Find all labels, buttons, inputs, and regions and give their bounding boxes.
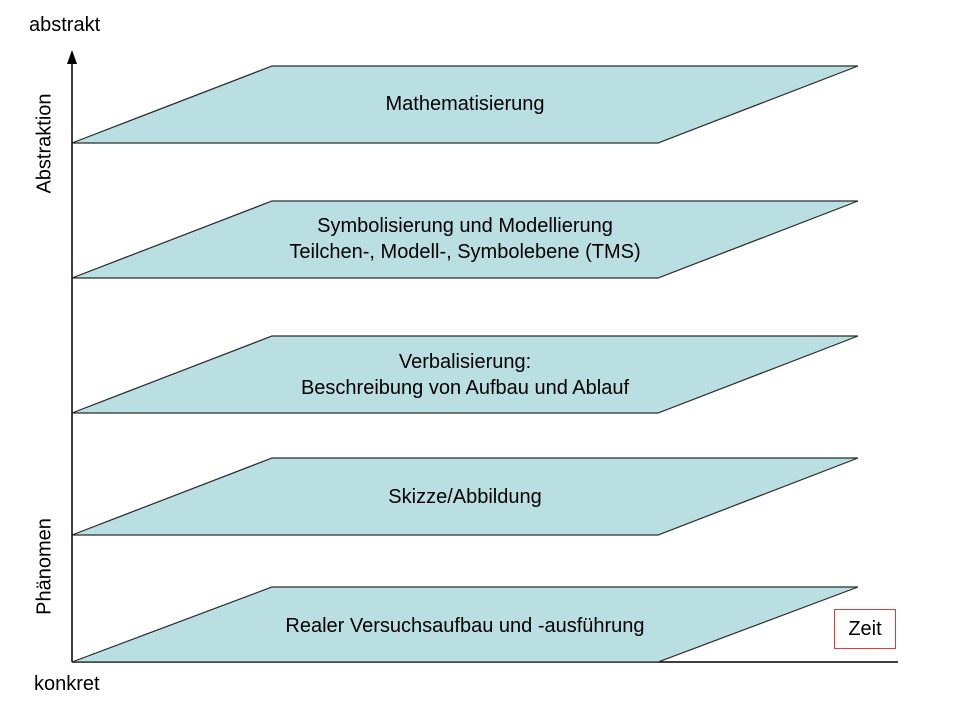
layer-text-realer-versuch: Realer Versuchsaufbau und -ausführung (235, 613, 695, 639)
top-axis-label: abstrakt (29, 14, 101, 36)
layer-5-line-1: Realer Versuchsaufbau und -ausführung (285, 615, 645, 637)
layer-4-line-1: Skizze/Abbildung (388, 486, 542, 508)
layer-mathematisierung (71, 65, 859, 144)
abstraktion-label: Abstraktion (33, 93, 56, 194)
axis-arrowhead (67, 50, 77, 64)
bottom-axis-label: konkret (34, 673, 100, 695)
layer-symbolisierung (71, 200, 859, 279)
phaenomen-label: Phänomen (33, 518, 56, 615)
layer-3-line-2: Beschreibung von Aufbau und Ablauf (300, 377, 630, 399)
layer-3-line-1: Verbalisierung: (398, 351, 532, 373)
layer-2-line-2: Teilchen-, Modell-, Symbolebene (TMS) (289, 241, 641, 263)
layer-2-line-1: Symbolisierung und Modellierung (317, 215, 613, 237)
layer-text-symbolisierung: Symbolisierung und Modellierung Teilchen… (265, 213, 665, 265)
layer-skizze (71, 457, 859, 536)
layer-text-verbalisierung: Verbalisierung: Beschreibung von Aufbau … (265, 349, 665, 401)
layer-text-mathematisierung: Mathematisierung (265, 91, 665, 117)
time-label-box: Zeit (834, 609, 896, 649)
time-label: Zeit (848, 617, 882, 640)
layer-verbalisierung (71, 335, 859, 414)
layer-realer-versuch (71, 586, 859, 663)
layer-1-line-1: Mathematisierung (385, 93, 545, 115)
layer-text-skizze: Skizze/Abbildung (265, 484, 665, 510)
